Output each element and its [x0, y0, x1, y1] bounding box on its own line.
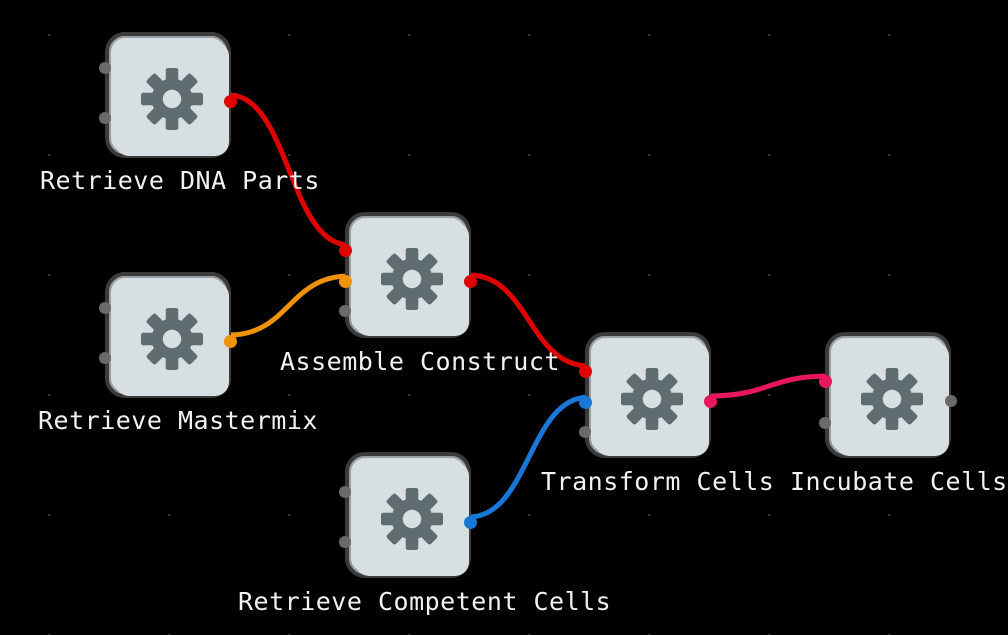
- port-transform-cells-input-spare[interactable]: [579, 426, 591, 438]
- node-frame: [105, 32, 231, 158]
- port-retrieve-dna-parts-output-1[interactable]: [224, 95, 237, 108]
- port-retrieve-mastermix-input-2[interactable]: [99, 352, 111, 364]
- port-incubate-cells-output-1[interactable]: [945, 395, 957, 407]
- port-retrieve-mastermix-input-1[interactable]: [99, 302, 111, 314]
- node-retrieve-dna-parts[interactable]: [99, 32, 237, 158]
- node-frame: [585, 332, 711, 458]
- gear-icon: [380, 487, 444, 551]
- port-retrieve-dna-parts-input-2[interactable]: [99, 112, 111, 124]
- node-body: [595, 342, 709, 456]
- node-label-retrieve-mastermix: Retrieve Mastermix: [38, 406, 318, 435]
- node-assemble-construct[interactable]: [339, 212, 477, 338]
- node-body: [115, 282, 229, 396]
- gear-icon: [140, 67, 204, 131]
- port-retrieve-mastermix-output-1[interactable]: [224, 335, 237, 348]
- port-retrieve-competent-cells-input-2[interactable]: [339, 536, 351, 548]
- edge-retrieve-mastermix-to-assemble-construct[interactable]: [226, 273, 352, 338]
- port-assemble-construct-input-mastermix[interactable]: [339, 275, 352, 288]
- node-frame: [105, 272, 231, 398]
- node-label-assemble-construct: Assemble Construct: [280, 347, 560, 376]
- port-retrieve-competent-cells-input-1[interactable]: [339, 486, 351, 498]
- gear-icon: [620, 367, 684, 431]
- node-incubate-cells[interactable]: [819, 332, 957, 458]
- node-frame: [825, 332, 951, 458]
- node-frame: [345, 212, 471, 338]
- port-retrieve-dna-parts-input-1[interactable]: [99, 62, 111, 74]
- port-incubate-cells-input-spare[interactable]: [819, 417, 831, 429]
- node-body: [835, 342, 949, 456]
- port-transform-cells-input-construct[interactable]: [579, 365, 592, 378]
- port-assemble-construct-input-dna-parts[interactable]: [339, 244, 352, 257]
- node-body: [115, 42, 229, 156]
- port-retrieve-competent-cells-output-1[interactable]: [464, 516, 477, 529]
- edge-retrieve-competent-cells-to-transform-cells[interactable]: [466, 394, 592, 520]
- node-body: [355, 222, 469, 336]
- gear-icon: [380, 247, 444, 311]
- gear-icon: [140, 307, 204, 371]
- node-frame: [345, 452, 471, 578]
- node-retrieve-mastermix[interactable]: [99, 272, 237, 398]
- node-label-transform-cells: Transform Cells: [541, 467, 775, 496]
- port-assemble-construct-input-spare[interactable]: [339, 305, 351, 317]
- port-incubate-cells-input-transformed-cells[interactable]: [819, 375, 832, 388]
- node-label-retrieve-dna-parts: Retrieve DNA Parts: [40, 166, 320, 195]
- port-transform-cells-input-competent-cells[interactable]: [579, 396, 592, 409]
- port-assemble-construct-output-1[interactable]: [464, 275, 477, 288]
- node-retrieve-competent-cells[interactable]: [339, 452, 477, 578]
- node-label-retrieve-competent-cells: Retrieve Competent Cells: [238, 587, 612, 616]
- node-body: [355, 462, 469, 576]
- node-label-incubate-cells: Incubate Cells: [790, 467, 1008, 496]
- gear-icon: [860, 367, 924, 431]
- node-transform-cells[interactable]: [579, 332, 717, 458]
- edge-transform-cells-to-incubate-cells[interactable]: [706, 373, 832, 399]
- port-transform-cells-output-1[interactable]: [704, 395, 717, 408]
